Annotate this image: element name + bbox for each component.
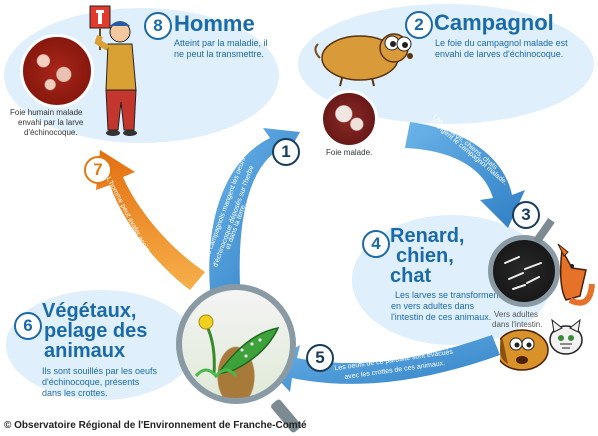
homme-title: Homme [174, 11, 255, 36]
campagnol-caption: Foie malade. [326, 148, 373, 157]
homme-desc-1: Atteint par la maladie, il [174, 38, 268, 48]
copyright-footer: © Observatoire Régional de l'Environneme… [4, 420, 307, 431]
vegetaux-desc-2: d'échinocoque, présents [42, 377, 140, 387]
vegetaux-desc-1: Ils sont souillés par les oeufs [42, 366, 158, 376]
renard-desc-2: en vers adultes dans [391, 301, 475, 311]
plant-illustration [194, 314, 280, 379]
renard-title-2: chien, [396, 245, 454, 267]
vegetaux-number: 6 [14, 312, 42, 340]
vegetaux-title-2: pelage des [44, 320, 148, 342]
homme-caption-3: d'échinocoque. [24, 128, 78, 137]
renard-desc-3: l'intestin de ces animaux. [391, 312, 492, 322]
campagnol-desc-1: Le foie du campagnol malade est [435, 38, 568, 48]
arrow-5-number: 5 [306, 344, 334, 372]
campagnol-number: 2 [405, 11, 433, 39]
human-liver-photo [20, 34, 94, 108]
arrow-5 [265, 335, 500, 392]
campagnol-desc-2: envahi de larves d'échinocoque. [435, 49, 564, 59]
vole-liver-photo [320, 90, 378, 148]
arrow-3 [405, 122, 525, 228]
renard-desc-1: Les larves se transforment [395, 290, 502, 300]
vegetaux-blob [6, 290, 196, 400]
vegetaux-title-3: animaux [44, 340, 126, 362]
vole-illustration [314, 33, 413, 87]
renard-title-1: Renard, [390, 225, 465, 247]
renard-title-3: chat [390, 265, 432, 287]
homme-number: 8 [144, 12, 172, 40]
arrow-7-number: 7 [84, 156, 112, 184]
homme-caption-2: envahi par la larve [18, 118, 84, 127]
homme-caption-1: Foie humain malade [10, 108, 83, 117]
intestine-magnifier [488, 235, 560, 307]
arrow-7 [96, 150, 205, 290]
worms-illustration [504, 256, 542, 290]
vegetation-magnifier [176, 284, 296, 404]
vegetaux-desc-3: dans les crottes. [42, 388, 108, 398]
renard-caption-1: Vers adultes [494, 310, 539, 319]
arrow-3-number: 3 [512, 201, 540, 229]
campagnol-title: Campagnol [434, 10, 554, 35]
man-with-sign-illustration [89, 5, 137, 136]
arrow-1-number: 1 [272, 138, 300, 166]
renard-caption-2: dans l'intestin. [492, 320, 543, 329]
renard-number: 4 [362, 230, 390, 258]
arrow-1 [209, 128, 300, 290]
vegetaux-title-1: Végétaux, [42, 300, 137, 322]
homme-desc-2: ne peut la transmettre. [174, 49, 265, 59]
fox-dog-cat-illustration [500, 243, 595, 371]
